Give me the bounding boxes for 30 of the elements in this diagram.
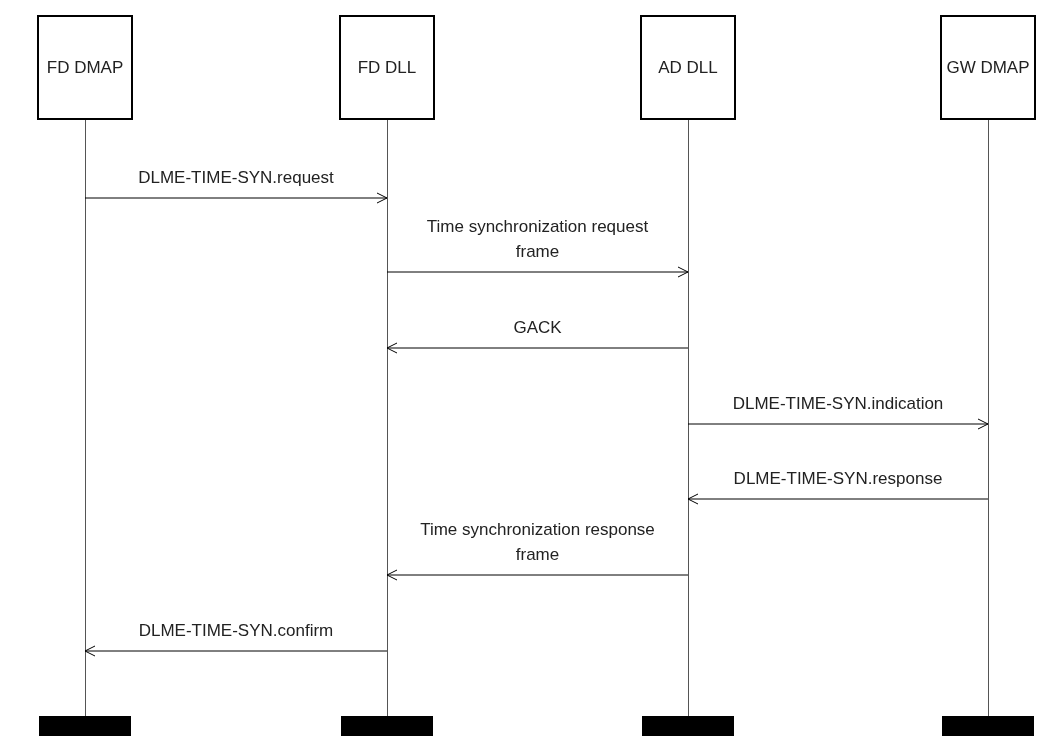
message-arrow	[386, 342, 689, 354]
lifeline	[84, 120, 86, 716]
message-arrow	[687, 418, 989, 430]
edge-label: DLME-TIME-SYN.response	[732, 468, 944, 490]
lifeline-end-bar	[942, 716, 1034, 736]
lifeline-end-bar	[642, 716, 734, 736]
lifeline	[687, 120, 689, 716]
message-arrow	[84, 192, 388, 204]
lifeline-header-box	[940, 15, 1036, 120]
edge-label: Time synchronization request frame	[425, 216, 650, 263]
lifeline-header-box	[339, 15, 435, 120]
participant-name: GW DMAP	[946, 57, 1030, 78]
lifeline	[386, 120, 388, 716]
lifeline-header-box	[37, 15, 133, 120]
participant-name: FD DLL	[357, 57, 417, 78]
lifeline-end-bar	[39, 716, 131, 736]
edge-label: DLME-TIME-SYN.indication	[731, 393, 945, 415]
message-arrow	[687, 493, 989, 505]
edge-label: DLME-TIME-SYN.request	[137, 167, 335, 189]
lifeline-end-bar	[341, 716, 433, 736]
participant-name: FD DMAP	[46, 57, 124, 78]
message-arrow	[84, 645, 388, 657]
message-arrow	[386, 569, 689, 581]
edge-label: Time synchronization response frame	[419, 519, 656, 566]
edge-label: DLME-TIME-SYN.confirm	[137, 620, 335, 642]
lifeline-header-box	[640, 15, 736, 120]
lifeline	[987, 120, 989, 716]
edge-label: GACK	[512, 317, 563, 339]
participant-name: AD DLL	[658, 57, 718, 78]
message-arrow	[386, 266, 689, 278]
